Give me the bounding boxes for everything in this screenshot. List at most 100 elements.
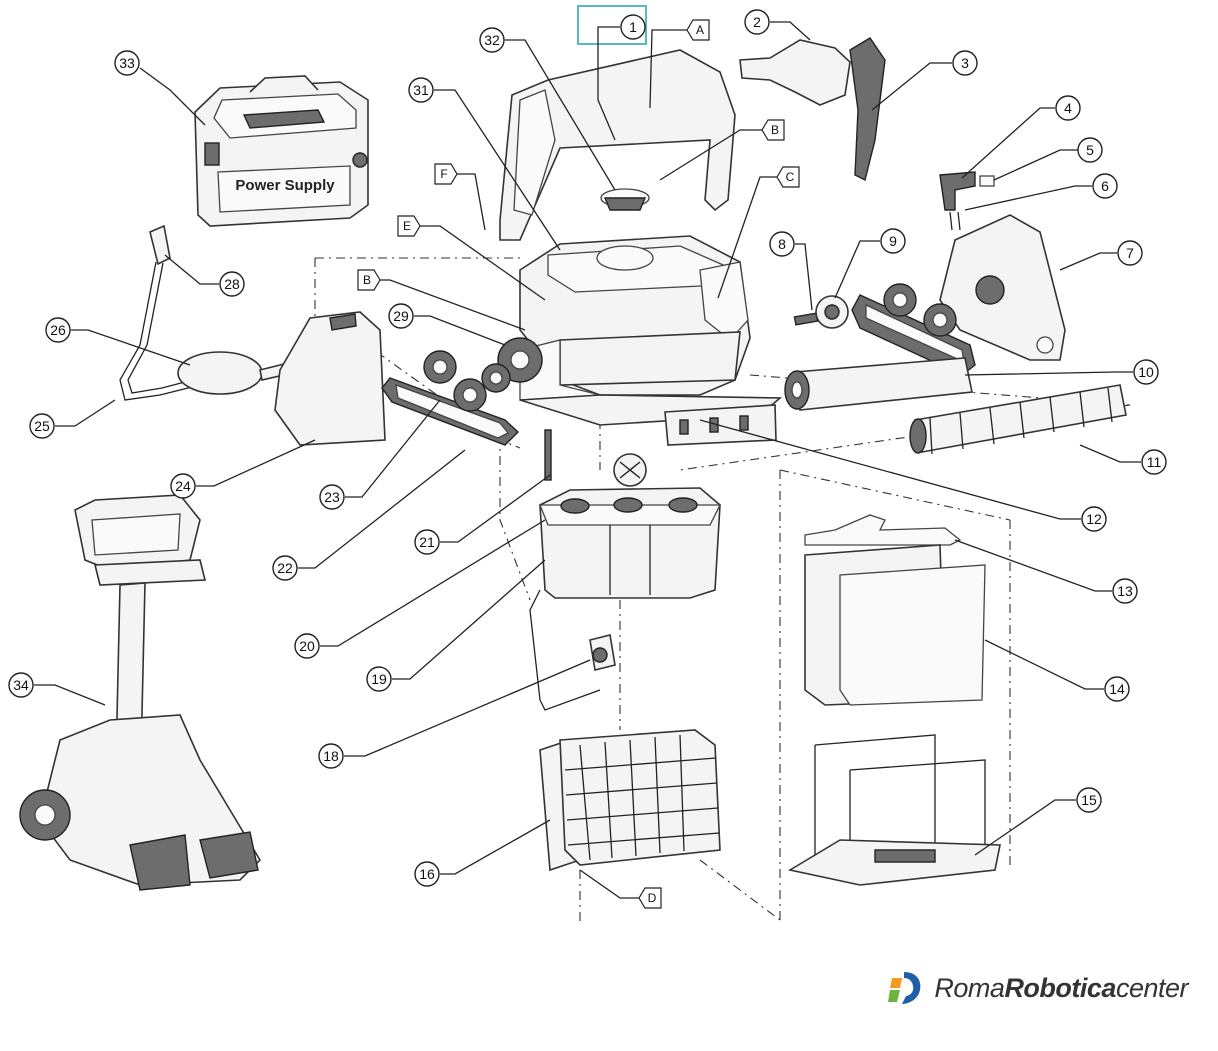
svg-text:23: 23 (324, 489, 340, 505)
callout-32: 32 (479, 27, 505, 53)
svg-text:11: 11 (1147, 454, 1162, 470)
main-body (519, 235, 751, 401)
filter-frame (787, 734, 1001, 886)
svg-text:1: 1 (629, 19, 637, 35)
callout-4: 4 (1055, 95, 1081, 121)
callout-1: 1 (620, 14, 646, 40)
svg-text:A: A (696, 23, 704, 37)
svg-text:26: 26 (50, 322, 66, 338)
callout-8: 8 (769, 231, 795, 257)
brand-name-part2: Robotica (1004, 972, 1116, 1003)
svg-text:14: 14 (1109, 681, 1125, 697)
svg-text:24: 24 (175, 478, 191, 494)
svg-text:2: 2 (753, 14, 761, 30)
brand-name-part3: center (1115, 972, 1189, 1003)
filter-impeller (544, 429, 647, 487)
letter-tag-b-left: B (357, 269, 381, 291)
callout-12: 12 (1081, 506, 1107, 532)
callout-15: 15 (1076, 787, 1102, 813)
callout-19: 19 (366, 666, 392, 692)
callout-5: 5 (1077, 137, 1103, 163)
letter-tag-a: A (686, 19, 710, 41)
svg-text:5: 5 (1086, 142, 1094, 158)
base-plate (519, 394, 783, 446)
svg-text:9: 9 (889, 233, 897, 249)
callout-22: 22 (272, 555, 298, 581)
callout-26: 26 (45, 317, 71, 343)
internal-cable (529, 589, 616, 711)
svg-text:28: 28 (224, 276, 240, 292)
callout-10: 10 (1133, 359, 1159, 385)
svg-text:29: 29 (393, 308, 409, 324)
callout-34: 34 (8, 672, 34, 698)
svg-text:6: 6 (1101, 178, 1109, 194)
callout-7: 7 (1117, 240, 1143, 266)
right-track-assembly (793, 283, 976, 376)
callout-16: 16 (414, 861, 440, 887)
svg-text:E: E (403, 219, 411, 233)
callout-29: 29 (388, 303, 414, 329)
brand-name-part1: Roma (934, 972, 1005, 1003)
letter-tag-e: E (397, 215, 421, 237)
callout-3: 3 (952, 50, 978, 76)
filter-bag (804, 514, 986, 706)
svg-text:18: 18 (323, 748, 339, 764)
brand-logo-block: RomaRoboticacenter (886, 968, 1189, 1008)
svg-text:F: F (440, 167, 447, 181)
svg-text:22: 22 (277, 560, 293, 576)
svg-text:D: D (648, 891, 657, 905)
right-side-plate (939, 171, 1066, 361)
svg-text:19: 19 (371, 671, 387, 687)
impeller (481, 337, 543, 393)
power-supply-label: Power Supply (235, 177, 335, 194)
callout-20: 20 (294, 633, 320, 659)
callout-25: 25 (29, 413, 55, 439)
svg-text:21: 21 (419, 534, 435, 550)
svg-text:12: 12 (1086, 511, 1102, 527)
svg-text:10: 10 (1138, 364, 1154, 380)
left-track-assembly (381, 350, 520, 446)
callout-33: 33 (114, 50, 140, 76)
filter-basket (539, 729, 721, 872)
side-housing (274, 311, 386, 446)
brush (909, 384, 1127, 455)
callout-9: 9 (880, 228, 906, 254)
callout-31: 31 (408, 77, 434, 103)
brand-name: RomaRoboticacenter (934, 973, 1188, 1004)
float-pieces (739, 37, 886, 182)
svg-text:25: 25 (34, 418, 50, 434)
callout-13: 13 (1112, 578, 1138, 604)
caddy-trolley (19, 494, 262, 891)
svg-text:15: 15 (1081, 792, 1097, 808)
svg-text:31: 31 (413, 82, 429, 98)
letter-tag-c: C (776, 166, 800, 188)
callout-14: 14 (1104, 676, 1130, 702)
svg-text:13: 13 (1117, 583, 1133, 599)
callout-24: 24 (170, 473, 196, 499)
highlight-box (577, 5, 647, 45)
callout-28: 28 (219, 271, 245, 297)
svg-text:8: 8 (778, 236, 786, 252)
roma-robotica-logo-icon (888, 972, 921, 1004)
svg-text:34: 34 (13, 677, 29, 693)
callout-6: 6 (1092, 173, 1118, 199)
letter-tag-f: F (434, 163, 458, 185)
power-supply-unit: Power Supply (194, 75, 369, 227)
svg-text:20: 20 (299, 638, 315, 654)
callout-11: 11 (1141, 449, 1167, 475)
callout-23: 23 (319, 484, 345, 510)
filter-box (539, 487, 722, 599)
callout-21: 21 (414, 529, 440, 555)
svg-text:16: 16 (419, 866, 435, 882)
svg-text:C: C (786, 170, 795, 184)
svg-text:B: B (363, 273, 371, 287)
svg-text:32: 32 (484, 32, 500, 48)
svg-text:B: B (771, 123, 779, 137)
svg-text:7: 7 (1126, 245, 1134, 261)
letter-tag-d: D (638, 887, 662, 909)
callout-2: 2 (744, 9, 770, 35)
roller (784, 357, 973, 411)
svg-text:33: 33 (119, 55, 135, 71)
